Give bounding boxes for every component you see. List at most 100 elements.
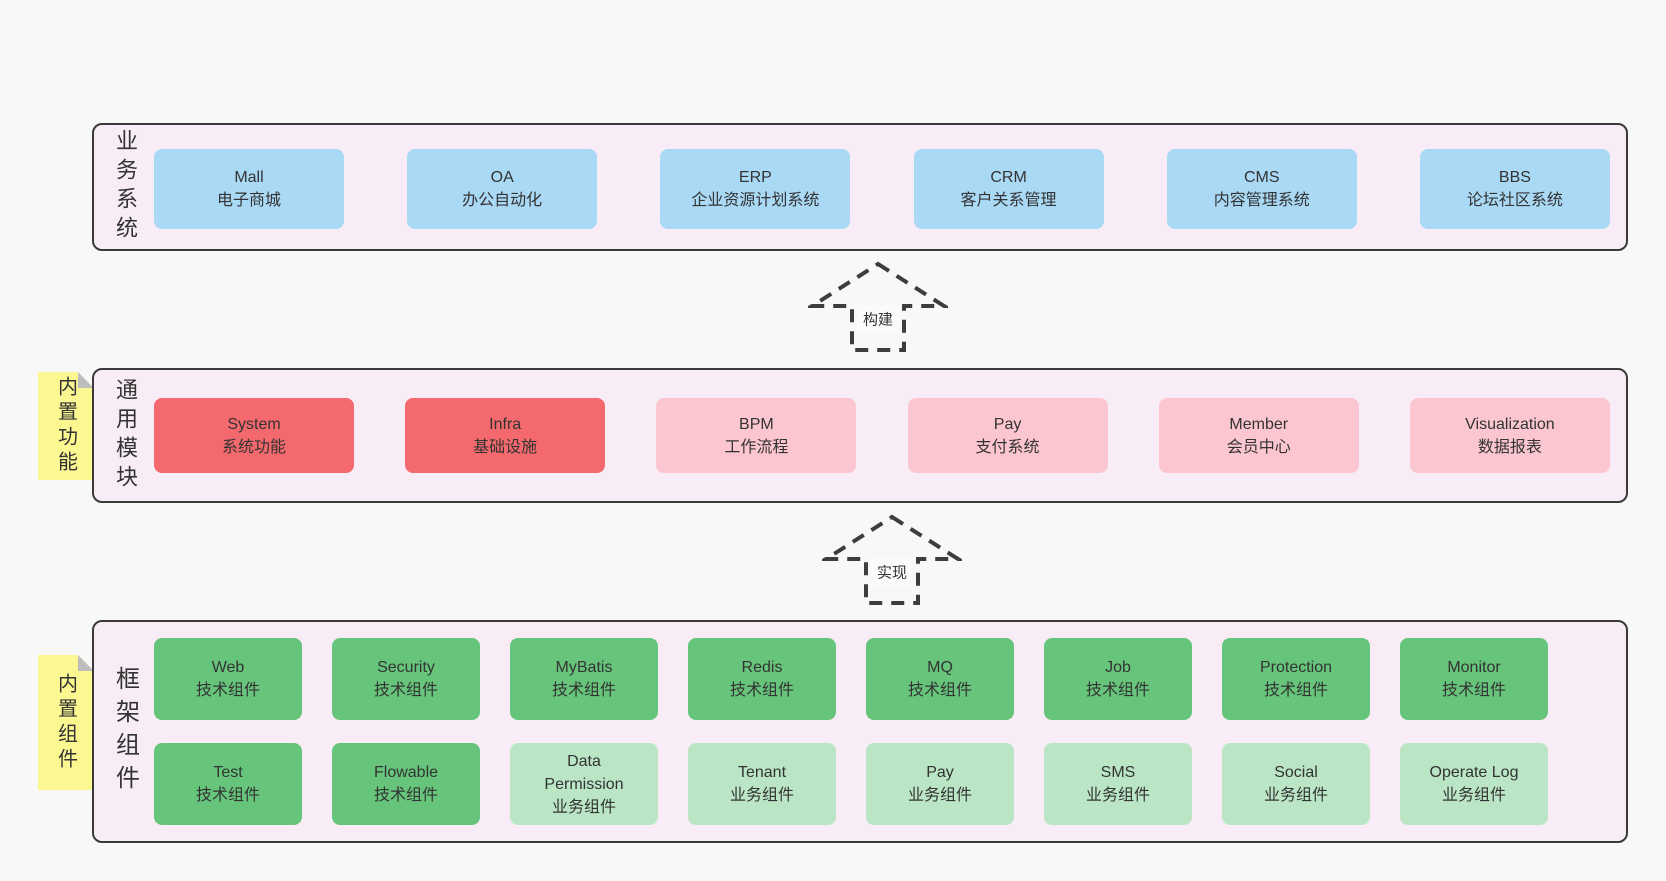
framework-components-box-pay: Pay 业务组件 [866,743,1014,825]
box-subtitle: 工作流程 [724,438,789,456]
note-built-in-features: 内置功能 [38,372,94,480]
business-systems-box-mall: Mall 电子商城 [154,149,344,229]
box-subtitle: 技术组件 [729,682,794,699]
arrow-build: 构建 [808,261,948,353]
box-title: Protection [1259,659,1333,676]
box-title: Monitor [1447,659,1501,676]
box-title: SMS [1100,764,1136,781]
layer-common-modules: 通用模块 System 系统功能 Infra 基础设施 BPM 工作流程 Pay 支付系统 Me… [92,368,1628,503]
framework-components-box-security: Security 技术组件 [332,638,480,720]
box-title: Member [1229,415,1289,433]
arrow-implement: 实现 [822,514,962,606]
business-systems-box-bbs: BBS 论坛社区系统 [1419,149,1610,229]
framework-components-box-protection: Protection 技术组件 [1222,638,1370,720]
framework-components-box-mq: MQ 技术组件 [866,638,1014,720]
dashed-up-arrow-icon [808,261,948,352]
box-title: Mall [234,169,264,186]
layer-common-modules-label: 通用模块 [113,377,138,494]
box-subtitle: 技术组件 [373,787,438,804]
box-title: ERP [738,169,772,186]
business-systems-box-oa: OA 办公自动化 [407,149,598,229]
box-subtitle: 论坛社区系统 [1466,192,1563,209]
box-title: System [227,415,281,433]
box-subtitle: 业务组件 [907,787,972,804]
box-subtitle: 技术组件 [1085,682,1150,699]
box-subtitle: 电子商城 [216,192,281,209]
box-title: Test [213,764,243,781]
box-title: Tenant [737,764,787,781]
box-subtitle: 基础设施 [473,438,538,456]
common-modules-box-member: Member 会员中心 [1158,398,1359,473]
box-title: MyBatis [555,659,613,676]
business-systems-box-crm: CRM 客户关系管理 [913,149,1104,229]
box-subtitle: 技术组件 [1441,682,1506,699]
common-modules-box-pay: Pay 支付系统 [907,398,1108,473]
box-title: Infra [489,415,522,433]
box-title: BPM [739,415,774,433]
box-title: Visualization [1465,415,1555,433]
box-title: Security [377,659,435,676]
note-built-in-components-label: 内置组件 [54,672,77,773]
box-title: Pay [926,764,954,781]
box-title: Pay [993,415,1022,433]
box-subtitle: 业务组件 [729,787,794,804]
framework-components-box-social: Social 业务组件 [1222,743,1370,825]
note-built-in-components: 内置组件 [38,655,94,790]
layer-business-systems: 业务系统 Mall 电子商城 OA 办公自动化 ERP 企业资源计划系统 CRM 客户关系管理… [92,123,1628,251]
box-title: Data Permission [544,752,624,793]
box-subtitle: 客户关系管理 [960,192,1057,209]
box-subtitle: 内容管理系统 [1213,192,1310,209]
box-title: CRM [990,169,1027,186]
framework-components-box-web: Web 技术组件 [154,638,302,720]
common-modules-box-system: System 系统功能 [154,398,354,473]
framework-components-box-flowable: Flowable 技术组件 [332,743,480,825]
box-title: Flowable [373,764,439,781]
layer-framework-components-label: 框架组件 [111,665,139,798]
box-subtitle: 技术组件 [195,682,260,699]
box-subtitle: 会员中心 [1226,438,1291,456]
framework-components-box-test: Test 技术组件 [154,743,302,825]
box-subtitle: 业务组件 [1441,787,1506,804]
box-subtitle: 业务组件 [551,798,616,816]
box-subtitle: 办公自动化 [462,192,543,209]
framework-components-box-tenant: Tenant 业务组件 [688,743,836,825]
box-subtitle: 支付系统 [975,438,1040,456]
box-subtitle: 技术组件 [907,682,972,699]
box-subtitle: 技术组件 [195,787,260,804]
framework-components-box-operate-log: Operate Log 业务组件 [1400,743,1548,825]
common-modules-box-infra: Infra 基础设施 [405,398,606,473]
box-title: OA [490,169,514,186]
box-subtitle: 业务组件 [1263,787,1328,804]
layer-business-systems-label: 业务系统 [113,129,138,245]
box-subtitle: 业务组件 [1085,787,1150,804]
box-subtitle: 技术组件 [373,682,438,699]
note-built-in-features-label: 内置功能 [54,376,77,476]
box-title: Web [211,659,245,676]
box-subtitle: 企业资源计划系统 [691,192,820,209]
box-title: Job [1105,659,1131,676]
box-subtitle: 系统功能 [221,438,286,456]
framework-components-box-monitor: Monitor 技术组件 [1400,638,1548,720]
dashed-up-arrow-icon [822,514,962,605]
common-modules-box-visualization: Visualization 数据报表 [1409,398,1610,473]
box-title: BBS [1498,169,1531,186]
box-subtitle: 数据报表 [1477,438,1542,456]
box-title: Social [1274,764,1318,781]
box-title: Operate Log [1429,764,1519,781]
framework-components-box-mybatis: MyBatis 技术组件 [510,638,658,720]
box-subtitle: 技术组件 [1263,682,1328,699]
business-systems-box-erp: ERP 企业资源计划系统 [660,149,851,229]
arrow-build-label: 构建 [856,305,900,333]
box-subtitle: 技术组件 [551,682,616,699]
arrow-implement-label: 实现 [870,558,914,586]
framework-components-box-data-permission: Data Permission 业务组件 [510,743,658,825]
framework-components-box-job: Job 技术组件 [1044,638,1192,720]
box-title: MQ [927,659,953,676]
common-modules-row: System 系统功能 Infra 基础设施 BPM 工作流程 Pay 支付系统 Member 会… [154,398,1610,473]
